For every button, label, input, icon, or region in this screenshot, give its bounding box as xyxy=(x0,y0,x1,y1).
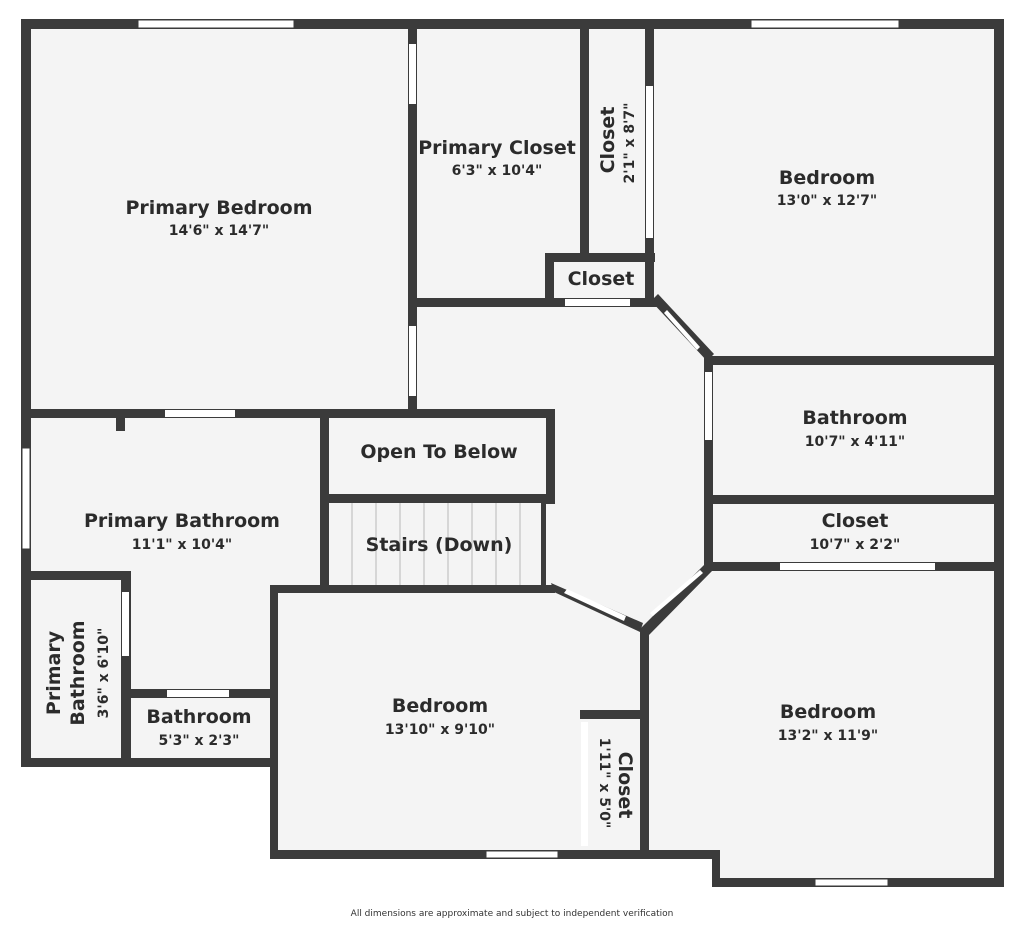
room-name-closet-small: Closet xyxy=(568,268,635,290)
room-dims-bedroom-se: 13'2" x 11'9" xyxy=(778,728,878,744)
window-bedroom-s xyxy=(485,850,559,859)
windows xyxy=(21,19,900,887)
room-dims-bathroom-small: 5'3" x 2'3" xyxy=(159,733,240,749)
stair-treads xyxy=(351,502,521,586)
room-name-bathroom-small: Bathroom xyxy=(146,706,251,728)
window-bedroom-se xyxy=(814,878,889,887)
room-name-bedroom-ne: Bedroom xyxy=(779,167,875,189)
room-dims-closet-s: 1'11" x 5'0" xyxy=(596,738,612,829)
room-dims-primary-closet: 6'3" x 10'4" xyxy=(452,163,543,179)
room-name-primary-bedroom: Primary Bedroom xyxy=(125,197,312,219)
room-dims-closet-e: 10'7" x 2'2" xyxy=(810,537,901,553)
door-openings xyxy=(122,44,935,846)
room-dims-closet-narrow: 2'1" x 8'7" xyxy=(622,103,638,184)
disclaimer-text: All dimensions are approximate and subje… xyxy=(350,909,674,919)
floor-area xyxy=(21,19,1003,886)
window-primary-bathroom xyxy=(21,447,31,550)
room-dims-bedroom-ne: 13'0" x 12'7" xyxy=(777,193,877,209)
window-bedroom-ne xyxy=(750,19,900,29)
room-name-closet-narrow: Closet xyxy=(597,107,619,174)
room-dims-bedroom-s: 13'10" x 9'10" xyxy=(385,722,495,738)
room-dims-primary-bathroom: 11'1" x 10'4" xyxy=(132,537,232,553)
window-primary-bedroom xyxy=(137,19,295,29)
room-name-bedroom-se: Bedroom xyxy=(780,701,876,723)
room-name-primary-bathroom-small-line1: Primary xyxy=(43,630,65,715)
room-name-bedroom-s: Bedroom xyxy=(392,695,488,717)
room-name-bathroom-e: Bathroom xyxy=(802,407,907,429)
room-name-closet-e: Closet xyxy=(822,510,889,532)
room-name-primary-bathroom-small-line2: Bathroom xyxy=(67,620,89,725)
room-name-stairs: Stairs (Down) xyxy=(366,534,513,556)
room-dims-primary-bathroom-small: 3'6" x 6'10" xyxy=(96,628,112,719)
room-dims-primary-bedroom: 14'6" x 14'7" xyxy=(169,223,269,239)
room-dims-bathroom-e: 10'7" x 4'11" xyxy=(805,434,905,450)
room-name-closet-s: Closet xyxy=(614,752,636,819)
room-name-primary-bathroom: Primary Bathroom xyxy=(84,510,280,532)
room-name-primary-closet: Primary Closet xyxy=(418,137,576,159)
room-name-open-to-below: Open To Below xyxy=(360,441,517,463)
